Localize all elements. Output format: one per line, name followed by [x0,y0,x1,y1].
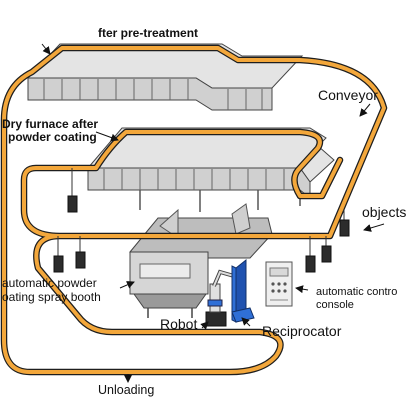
label-console-line1: automatic contro [316,286,398,298]
label-conveyor: Conveyor [318,87,378,103]
hanging-object [53,236,64,273]
leader-arrows [41,43,385,383]
label-dry-furnace-line2: powder coating [8,130,97,144]
label-dry-furnace-line1: Dry furnace after [2,117,99,131]
label-pretreatment: fter pre-treatment [98,26,199,40]
hanging-object [321,236,332,263]
control-console [265,261,293,307]
label-objects: objects [362,204,407,220]
hanging-objects [53,168,350,273]
hanging-object [339,210,350,237]
conveyor-rail [0,44,388,376]
label-console-line2: console [316,299,354,311]
label-reciprocator: Reciprocator [262,323,342,339]
robot [205,269,235,327]
label-booth-line2: oating spray booth [2,290,101,304]
hanging-object [75,236,86,269]
label-unloading: Unloading [98,383,155,397]
hanging-object [305,236,316,273]
label-robot: Robot [160,316,198,332]
spray-booth [129,203,273,318]
reciprocator [231,258,255,323]
pretreatment-tunnel [26,43,304,111]
label-booth-line1: automatic powder [2,276,97,290]
hanging-object [67,168,78,213]
